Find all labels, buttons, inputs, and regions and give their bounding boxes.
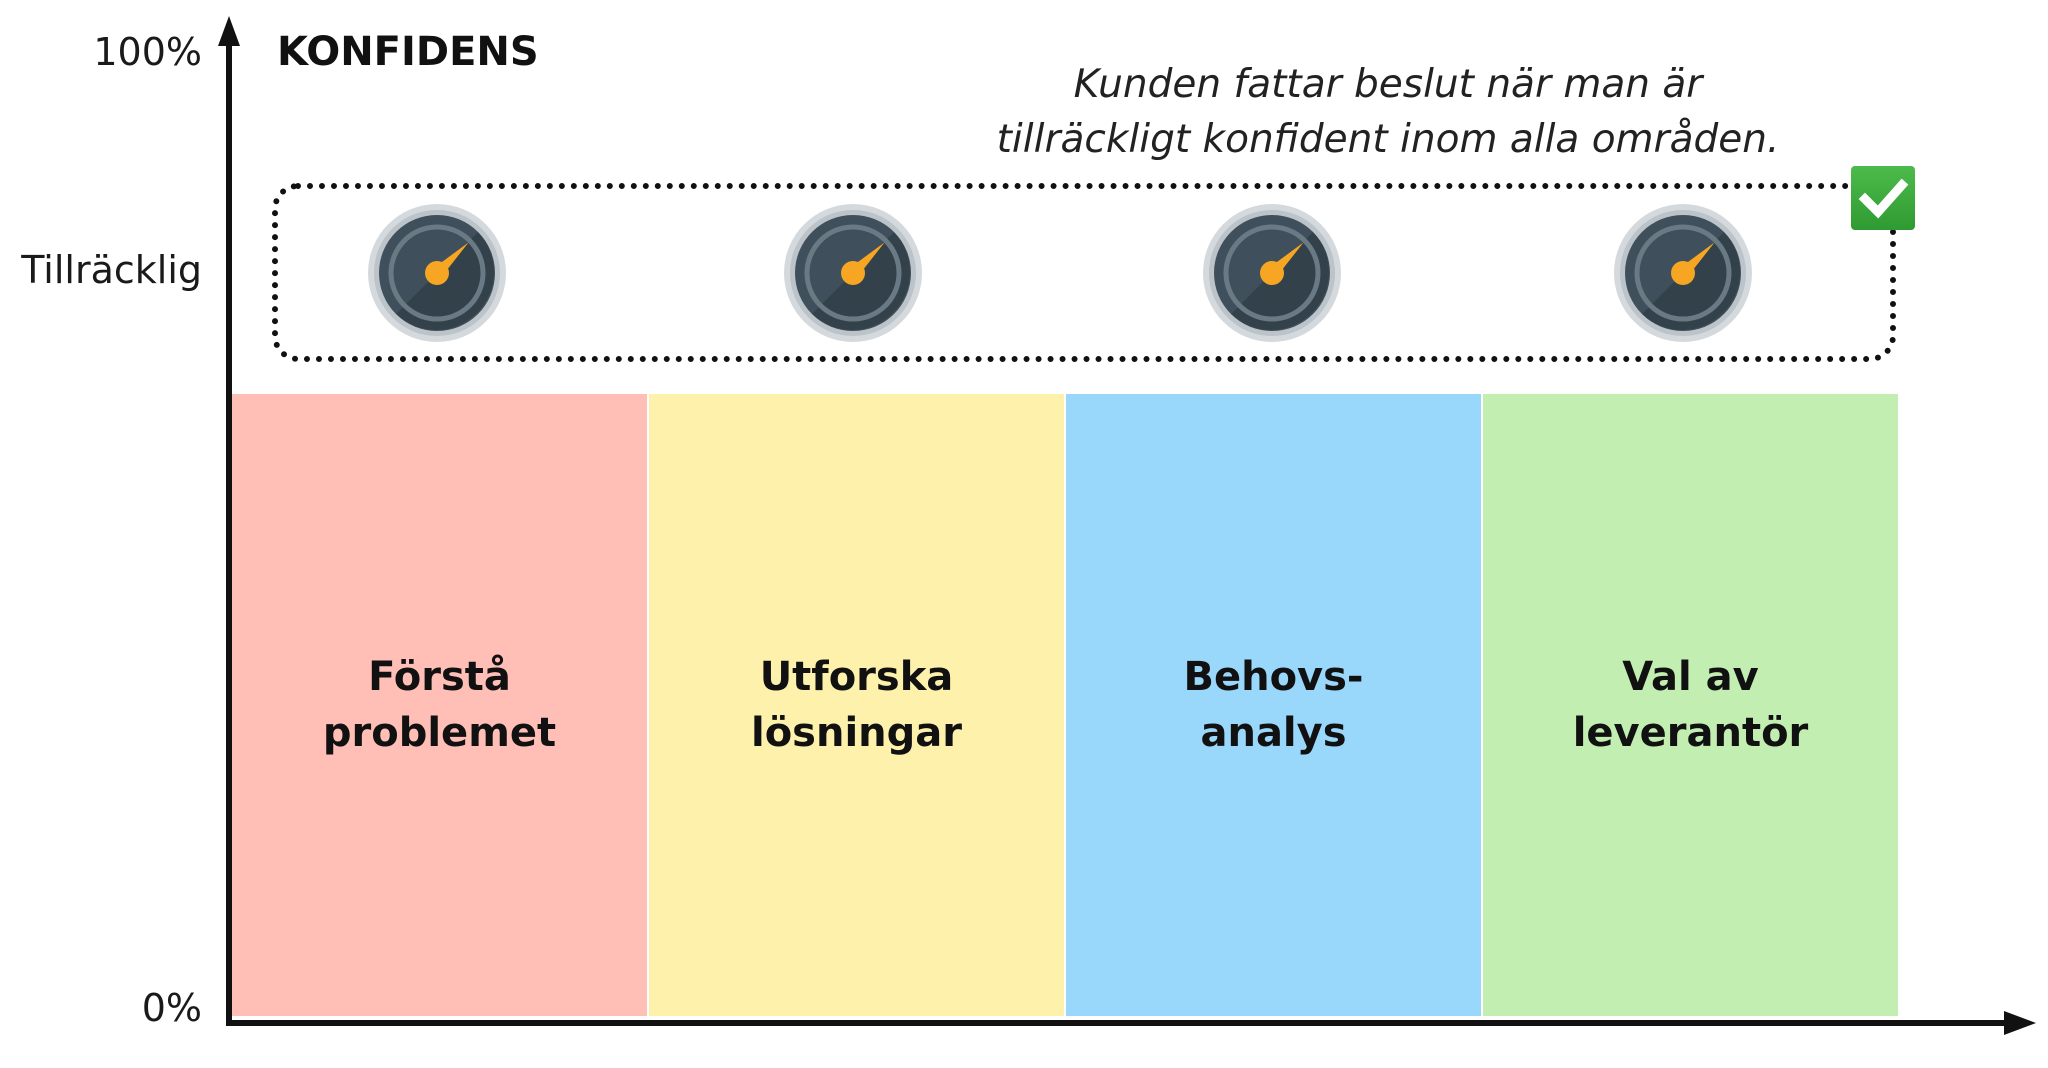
y-axis-top-label: 100% <box>93 30 202 74</box>
check-mark <box>1858 178 1909 219</box>
stage-label-line2: lösningar <box>750 710 962 756</box>
decision-note: Kunden fattar beslut när man är tillräck… <box>888 57 1888 167</box>
y-axis-bottom-label: 0% <box>141 986 202 1030</box>
stage-understand-problem: Förstå problemet <box>232 394 647 1016</box>
gauge-hub <box>841 261 865 285</box>
gauge-graphic <box>784 204 922 342</box>
stage-label-line2: analys <box>1200 710 1347 756</box>
stage-label-line1: Utforska <box>759 654 954 700</box>
gauge-graphic <box>1203 204 1341 342</box>
gauge-icon <box>1613 203 1753 343</box>
x-axis-arrow <box>2004 1011 2036 1035</box>
stage-label-line2: leverantör <box>1572 710 1809 756</box>
gauge-scale-ring <box>1223 224 1321 322</box>
gauge-icon <box>783 203 923 343</box>
stage-label-line1: Förstå <box>368 654 511 700</box>
gauge-scale-ring <box>388 224 486 322</box>
gauge-icon <box>367 203 507 343</box>
gauge-hub <box>1671 261 1695 285</box>
gauge-hub <box>425 261 449 285</box>
stage-needs-analysis: Behovs- analys <box>1064 394 1481 1016</box>
decision-note-line1: Kunden fattar beslut när man är <box>1073 62 1703 107</box>
stage-label-line2: problemet <box>322 710 557 756</box>
stage-explore-solutions: Utforska lösningar <box>647 394 1064 1016</box>
check-icon-graphic <box>1851 166 1915 230</box>
gauge-icon <box>1202 203 1342 343</box>
threshold-box <box>272 183 1896 362</box>
stage-vendor-selection: Val av leverantör <box>1481 394 1898 1016</box>
stage-label-line1: Val av <box>1622 654 1759 700</box>
stages-row: Förstå problemet Utforska lösningar Beho… <box>232 394 1898 1016</box>
gauge-hub <box>1260 261 1284 285</box>
decision-note-line2: tillräckligt konfident inom alla områden… <box>996 117 1780 162</box>
gauge-graphic <box>1614 204 1752 342</box>
y-axis-arrow <box>218 16 240 46</box>
gauge-graphic <box>368 204 506 342</box>
check-icon <box>1851 166 1915 230</box>
stage-label-line1: Behovs- <box>1183 654 1364 700</box>
gauge-scale-ring <box>1634 224 1732 322</box>
y-axis-threshold-label: Tillräcklig <box>21 248 202 292</box>
diagram-title: KONFIDENS <box>277 29 539 75</box>
gauge-scale-ring <box>804 224 902 322</box>
